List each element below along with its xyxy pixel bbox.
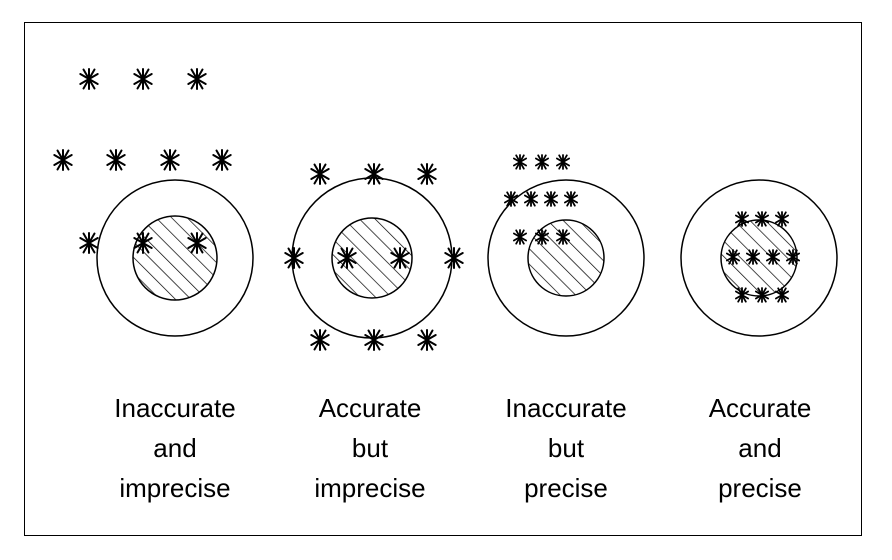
shot-mark	[187, 68, 207, 90]
outer-ring	[96, 179, 254, 337]
caption-line: precise	[524, 473, 608, 503]
shot-mark	[556, 229, 570, 245]
caption-line: Accurate	[708, 393, 812, 423]
shot-mark	[755, 211, 769, 227]
caption-line: Inaccurate	[114, 393, 236, 423]
target-accurate-imprecise	[284, 163, 464, 351]
shot-mark	[284, 247, 304, 269]
caption-accurate-precise: Accurate and precise	[670, 388, 850, 508]
shot-mark	[133, 68, 153, 90]
shot-mark	[535, 229, 549, 245]
caption-line: precise	[718, 473, 802, 503]
shot-mark	[746, 249, 760, 265]
target-inaccurate-imprecise	[53, 68, 254, 337]
shot-mark	[735, 287, 749, 303]
shot-marks	[726, 211, 800, 303]
shot-mark	[504, 191, 518, 207]
shot-mark	[212, 149, 232, 171]
shot-mark	[79, 232, 99, 254]
shot-marks	[53, 68, 232, 254]
shot-mark	[106, 149, 126, 171]
shot-mark	[775, 287, 789, 303]
shot-mark	[513, 229, 527, 245]
shot-mark	[775, 211, 789, 227]
shot-marks	[504, 154, 578, 245]
bullseye	[331, 217, 413, 299]
shot-mark	[786, 249, 800, 265]
shot-mark	[364, 163, 384, 185]
caption-line: and	[738, 433, 782, 463]
shot-mark	[444, 247, 464, 269]
shot-mark	[535, 154, 549, 170]
caption-line: imprecise	[119, 473, 231, 503]
shot-mark	[417, 163, 437, 185]
shot-mark	[513, 154, 527, 170]
shot-mark	[417, 329, 437, 351]
shot-mark	[726, 249, 740, 265]
shot-mark	[310, 329, 330, 351]
caption-line: Accurate	[318, 393, 422, 423]
shot-mark	[53, 149, 73, 171]
shot-mark	[79, 68, 99, 90]
caption-line: and	[153, 433, 197, 463]
target-inaccurate-precise	[487, 154, 645, 337]
figure-frame	[24, 22, 862, 536]
shot-marks	[284, 163, 464, 351]
outer-ring	[487, 179, 645, 337]
shot-mark	[544, 191, 558, 207]
shot-mark	[160, 149, 180, 171]
caption-line: but	[351, 433, 389, 463]
shot-mark	[564, 191, 578, 207]
caption-inaccurate-precise: Inaccurate but precise	[476, 388, 656, 508]
caption-line: Inaccurate	[505, 393, 627, 423]
shot-mark	[364, 329, 384, 351]
caption-accurate-imprecise: Accurate but imprecise	[280, 388, 460, 508]
shot-mark	[524, 191, 538, 207]
shot-mark	[735, 211, 749, 227]
outer-ring	[680, 179, 838, 337]
shot-mark	[556, 154, 570, 170]
shot-mark	[187, 232, 207, 254]
shot-mark	[133, 232, 153, 254]
target-accurate-precise	[680, 179, 838, 337]
shot-mark	[310, 163, 330, 185]
shot-mark	[755, 287, 769, 303]
caption-line: imprecise	[314, 473, 426, 503]
shot-mark	[390, 247, 410, 269]
caption-line: but	[547, 433, 585, 463]
shot-mark	[766, 249, 780, 265]
bullseye	[132, 215, 218, 301]
shot-mark	[337, 247, 357, 269]
caption-inaccurate-imprecise: Inaccurate and imprecise	[85, 388, 265, 508]
